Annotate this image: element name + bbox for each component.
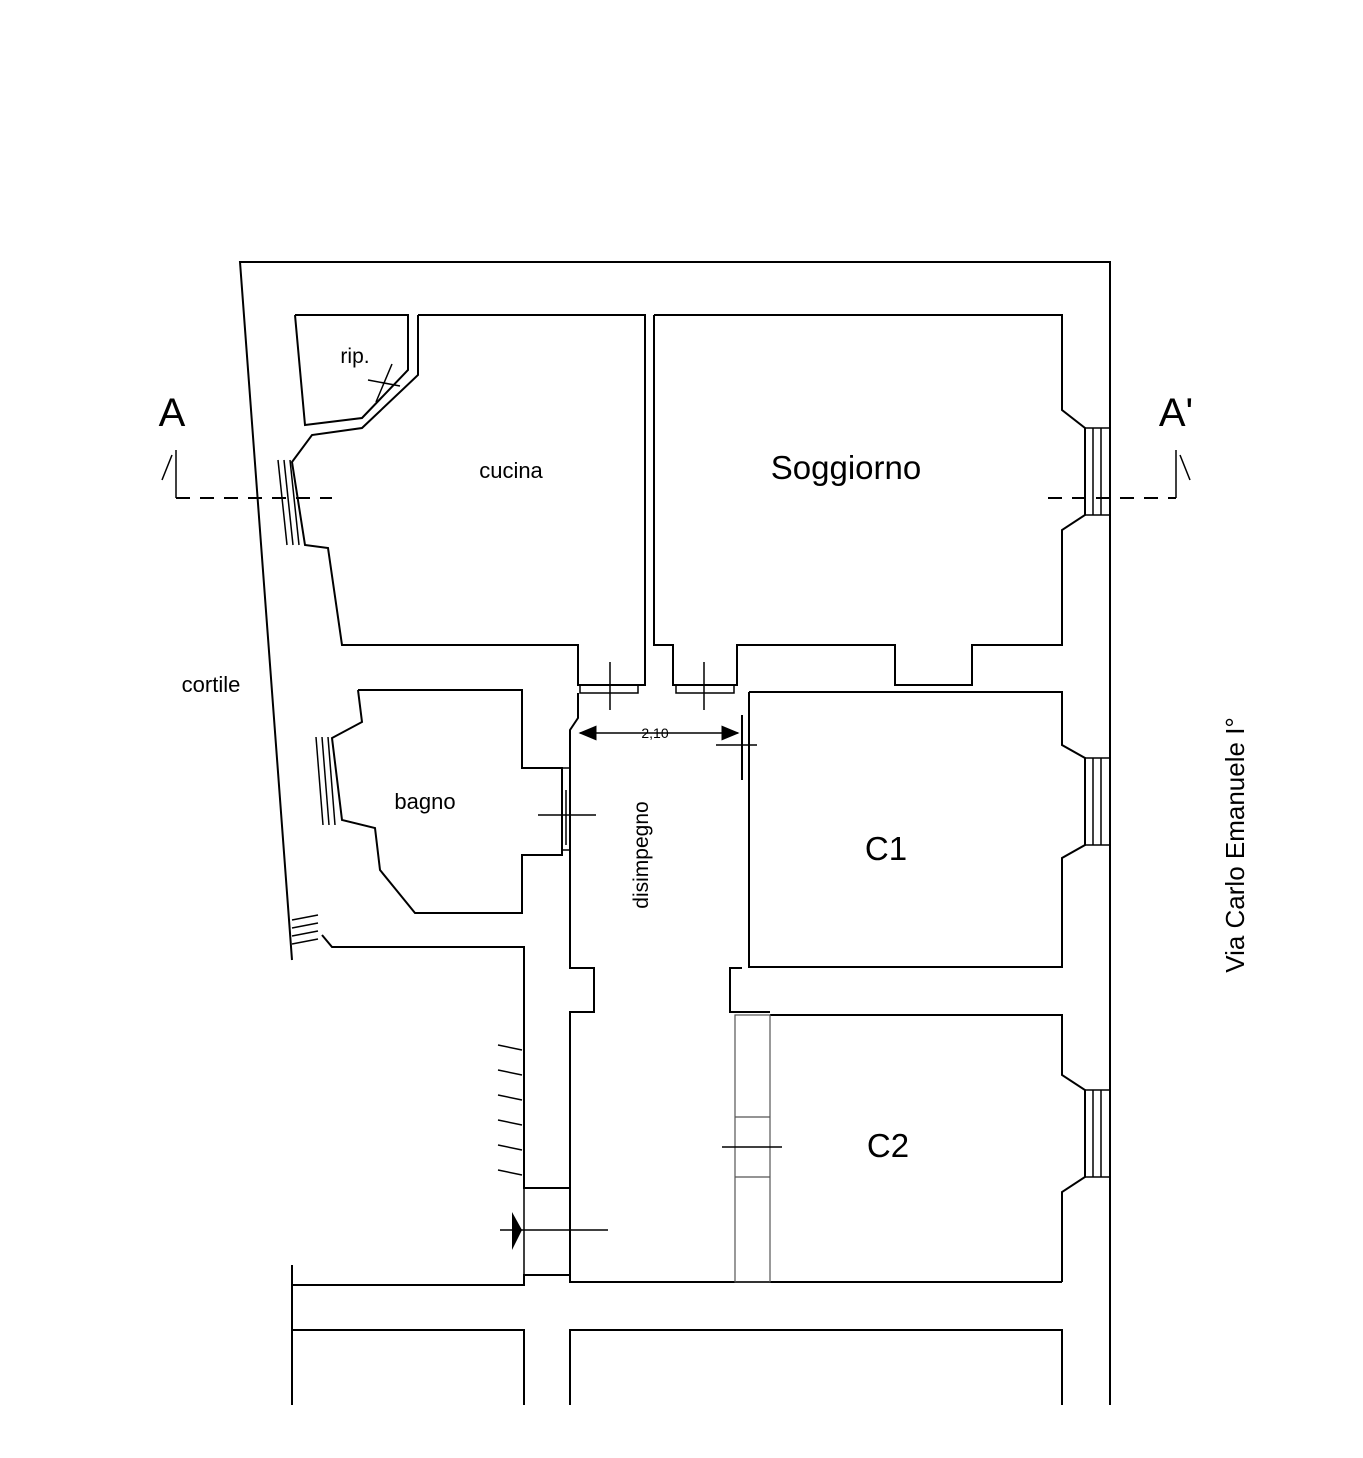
section-mark-a-prime: A' xyxy=(1159,391,1193,435)
label-soggiorno: Soggiorno xyxy=(771,449,921,486)
label-bagno: bagno xyxy=(394,789,455,814)
room-cucina xyxy=(290,314,646,686)
window-cucina xyxy=(277,459,300,546)
room-c2 xyxy=(722,1014,1110,1283)
small-window-west xyxy=(291,914,319,945)
doors-north xyxy=(579,662,735,710)
label-cucina: cucina xyxy=(479,458,543,483)
room-soggiorno xyxy=(653,314,1110,686)
label-c2: C2 xyxy=(867,1127,909,1164)
stair-block xyxy=(291,914,608,1286)
label-rip: rip. xyxy=(340,345,369,368)
label-street: Via Carlo Emanuele I° xyxy=(1220,717,1250,973)
outer-walls xyxy=(238,261,1111,1405)
label-cortile: cortile xyxy=(182,672,241,697)
room-c1 xyxy=(748,691,1110,968)
section-line xyxy=(161,450,1191,499)
section-mark-a: A xyxy=(159,391,186,435)
label-disimpegno: disimpegno xyxy=(630,801,653,908)
room-rip xyxy=(294,314,409,427)
room-bagno xyxy=(330,689,596,914)
entrance-arrow-icon xyxy=(512,1212,522,1250)
room-disimpegno xyxy=(569,693,1062,1283)
label-dimension: 2,10 xyxy=(641,725,668,741)
window-bagno xyxy=(315,736,336,826)
label-c1: C1 xyxy=(865,830,907,867)
lower-units xyxy=(292,1329,1063,1405)
